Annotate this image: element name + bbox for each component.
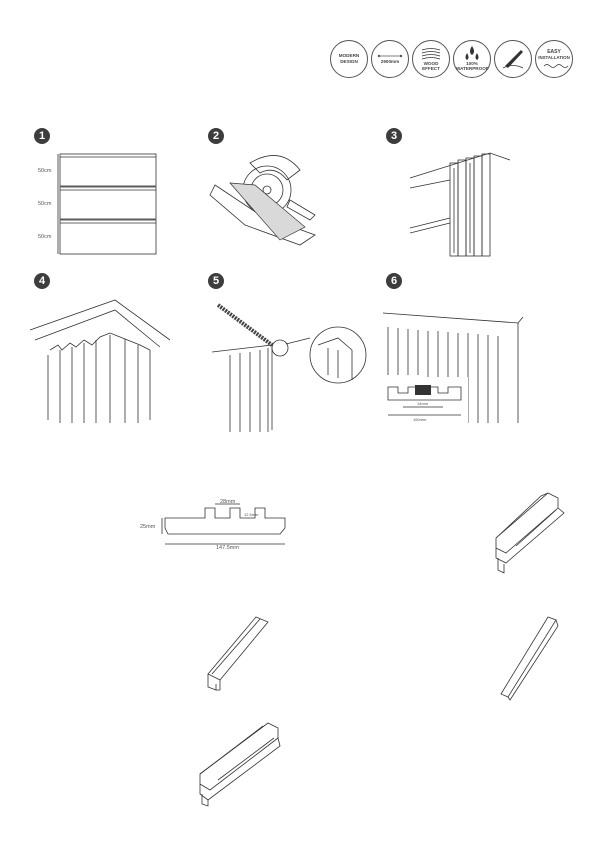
joint-trim-illustration xyxy=(199,722,281,807)
wood-grain-icon xyxy=(421,48,441,60)
badge-line: EFFECT xyxy=(422,66,440,71)
wave-icon xyxy=(543,64,569,68)
badge-line: 2900mm xyxy=(380,59,400,64)
step4-illustration xyxy=(29,299,171,423)
start-trim-illustration xyxy=(207,616,269,691)
arrow-icon xyxy=(377,54,403,58)
badge-line: INSTALLATION xyxy=(538,55,570,60)
step-number: 3 xyxy=(386,128,402,144)
step-number: 1 xyxy=(34,128,50,144)
dimension-label: 160mm xyxy=(413,417,427,422)
step-number: 5 xyxy=(208,273,224,289)
badge-line: WOOD xyxy=(423,61,439,66)
dimension-label: 28mm xyxy=(220,499,236,505)
step6-illustration: 14mm 160mm xyxy=(382,312,524,425)
dimension-label: 14mm xyxy=(417,401,429,406)
saw-icon xyxy=(502,50,524,69)
badge-line: WATERPROOF xyxy=(456,66,489,71)
easy-cut-badge xyxy=(494,40,532,78)
length-badge: 2900mm xyxy=(371,40,409,78)
panel-profile-diagram: 25mm 147.5mm 28mm 12.5mm xyxy=(140,499,286,551)
dimension-label: 12.5mm xyxy=(244,512,259,517)
dimension-label: 50cm xyxy=(38,234,52,240)
top-trim-illustration xyxy=(495,492,565,574)
step-number: 2 xyxy=(208,128,224,144)
step-number: 6 xyxy=(386,273,402,289)
dimension-label: 50cm xyxy=(38,201,52,207)
waterproof-badge: 100% WATERPROOF xyxy=(453,40,491,78)
dimension-label: 50cm xyxy=(38,168,52,174)
feature-badges: MODERN DESIGN 2900mm WOOD EFFECT 100% WA… xyxy=(330,40,574,80)
water-drops-icon xyxy=(465,46,479,60)
step1-illustration: 50cm 50cm 50cm xyxy=(38,153,157,255)
step3-illustration xyxy=(409,152,511,257)
badge-line: EASY xyxy=(547,49,561,55)
step5-illustration xyxy=(211,303,367,432)
step-number: 4 xyxy=(34,273,50,289)
corner-trim-illustration xyxy=(500,616,559,701)
dimension-label: 25mm xyxy=(140,524,156,530)
step2-illustration xyxy=(209,155,316,246)
dimension-label: 147.5mm xyxy=(216,545,239,551)
wood-effect-badge: WOOD EFFECT xyxy=(412,40,450,78)
badge-line: DESIGN xyxy=(340,59,358,64)
easy-installation-badge: EASY INSTALLATION xyxy=(535,40,573,78)
badge-line: MODERN xyxy=(338,53,360,58)
badge-line: 100% xyxy=(466,61,478,66)
modern-design-badge: MODERN DESIGN xyxy=(330,40,368,78)
